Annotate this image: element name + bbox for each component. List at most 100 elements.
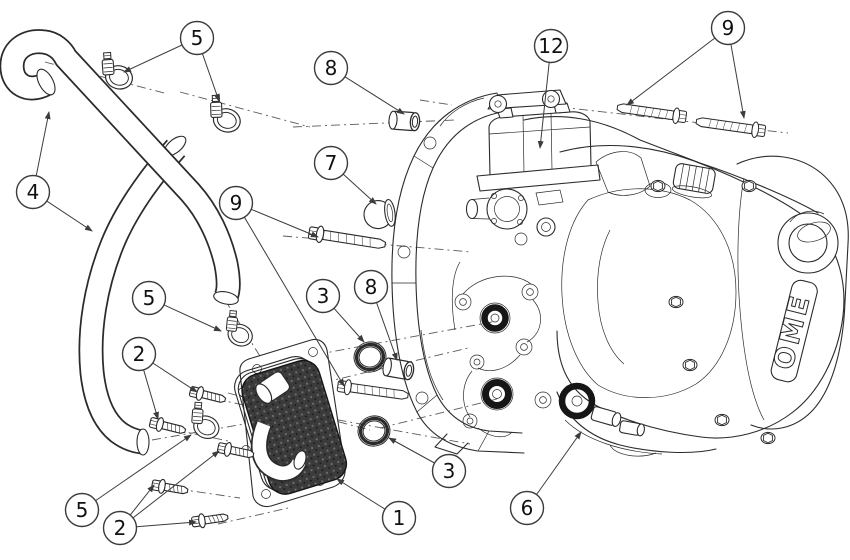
leader-line bbox=[243, 216, 345, 387]
leader-line bbox=[730, 44, 746, 119]
callout-number: 12 bbox=[538, 34, 563, 58]
callout-9-6[interactable]: 9 bbox=[218, 185, 345, 387]
callout-circle[interactable] bbox=[121, 336, 157, 372]
callout-number: 3 bbox=[317, 284, 330, 308]
leader-line bbox=[388, 437, 435, 464]
mounting-bolt-4 bbox=[694, 113, 767, 140]
callout-circle[interactable] bbox=[533, 28, 569, 64]
mounting-bolt-2 bbox=[336, 377, 410, 404]
cooler-port-upper bbox=[479, 302, 511, 334]
callout-circle[interactable] bbox=[353, 269, 389, 305]
leader-line bbox=[136, 519, 197, 528]
callout-circle[interactable] bbox=[431, 453, 467, 489]
callout-number: 1 bbox=[393, 506, 406, 530]
leader-line bbox=[129, 484, 155, 516]
callout-number: 7 bbox=[325, 151, 338, 175]
leader-line bbox=[626, 37, 716, 106]
callout-circle[interactable] bbox=[509, 490, 545, 526]
hose-clamp-4 bbox=[181, 398, 227, 443]
callout-number: 4 bbox=[27, 180, 40, 204]
sleeve-bushing-2 bbox=[381, 356, 416, 382]
cover-bolt bbox=[760, 431, 776, 445]
o-ring-2 bbox=[353, 410, 395, 452]
leader-line bbox=[342, 173, 377, 205]
flange-bolt-3 bbox=[150, 477, 190, 499]
leader-line bbox=[376, 302, 398, 361]
hose-clamp-3 bbox=[216, 306, 261, 351]
callout-4-5[interactable]: 4 bbox=[15, 111, 93, 232]
lifting-eyes bbox=[487, 89, 567, 114]
callout-number: 8 bbox=[365, 275, 378, 299]
callout-circle[interactable] bbox=[131, 280, 167, 316]
callout-number: 2 bbox=[114, 516, 127, 540]
output-shaft-seal bbox=[558, 382, 596, 420]
emblem-text: OME bbox=[768, 290, 817, 372]
callout-number: 8 bbox=[325, 56, 338, 80]
leader-line bbox=[95, 434, 192, 502]
cover-bolt bbox=[668, 295, 684, 309]
callout-1-13[interactable]: 1 bbox=[336, 478, 417, 536]
cooler-mounting-face bbox=[451, 261, 552, 438]
callout-circle[interactable] bbox=[102, 510, 138, 546]
cooler-outlet-tube bbox=[250, 420, 307, 482]
emblem: OME bbox=[768, 279, 818, 383]
callout-12-2[interactable]: 12 bbox=[533, 28, 569, 149]
top-boss-bolt bbox=[644, 179, 672, 198]
callout-circle[interactable] bbox=[710, 10, 746, 46]
callout-3-14[interactable]: 3 bbox=[388, 437, 467, 489]
callout-circle[interactable] bbox=[218, 185, 254, 221]
callout-circle[interactable] bbox=[15, 174, 51, 210]
cup-plug bbox=[363, 198, 396, 230]
callout-7-4[interactable]: 7 bbox=[313, 145, 377, 205]
gear-selector-module bbox=[465, 89, 601, 246]
hose-end-opening bbox=[36, 68, 56, 96]
callout-5-11[interactable]: 5 bbox=[64, 434, 192, 528]
callout-6-15[interactable]: 6 bbox=[509, 431, 582, 526]
callout-number: 9 bbox=[722, 16, 735, 40]
callout-circle[interactable] bbox=[381, 500, 417, 536]
leader-line bbox=[163, 304, 222, 332]
leader-line bbox=[123, 44, 183, 73]
callout-number: 2 bbox=[133, 342, 146, 366]
cooler-port-lower bbox=[480, 377, 514, 411]
leader-line bbox=[152, 362, 198, 393]
callout-number: 6 bbox=[521, 496, 534, 520]
sleeve-bushing-1 bbox=[387, 110, 421, 132]
leader-line bbox=[537, 62, 550, 149]
callout-number: 5 bbox=[191, 26, 204, 50]
callout-2-10[interactable]: 2 bbox=[121, 336, 198, 420]
flange-bolt-5 bbox=[190, 509, 230, 530]
leader-line bbox=[336, 478, 386, 510]
callout-8-9[interactable]: 8 bbox=[353, 269, 398, 361]
oil-fill-cap bbox=[671, 163, 716, 199]
leader-line bbox=[35, 111, 51, 176]
leader-line bbox=[333, 307, 365, 343]
callout-circle[interactable] bbox=[64, 492, 100, 528]
clutch-housing bbox=[523, 116, 845, 457]
mounting-bolt-1 bbox=[307, 223, 387, 254]
callout-circle[interactable] bbox=[313, 50, 349, 86]
cover-bolt bbox=[682, 358, 698, 372]
callout-3-8[interactable]: 3 bbox=[305, 278, 365, 343]
hose-end-opening bbox=[136, 428, 150, 456]
flange-bolt-1 bbox=[187, 383, 228, 408]
callout-5-7[interactable]: 5 bbox=[131, 280, 222, 332]
callout-circle[interactable] bbox=[305, 278, 341, 314]
mount-bosses bbox=[454, 283, 552, 429]
callout-5-0[interactable]: 5 bbox=[123, 20, 220, 102]
callout-8-1[interactable]: 8 bbox=[313, 50, 405, 115]
callout-2-12[interactable]: 2 bbox=[102, 450, 220, 546]
callout-number: 5 bbox=[76, 498, 89, 522]
cover-bolt bbox=[714, 413, 730, 427]
oil-cooler bbox=[234, 338, 348, 508]
end-cover: OME bbox=[668, 155, 849, 445]
callout-circle[interactable] bbox=[179, 20, 215, 56]
flange-bolt-2 bbox=[147, 414, 188, 439]
leader-line bbox=[344, 76, 405, 115]
hose-lower bbox=[78, 135, 187, 456]
callout-9-3[interactable]: 9 bbox=[626, 10, 746, 119]
callout-circle[interactable] bbox=[313, 145, 349, 181]
